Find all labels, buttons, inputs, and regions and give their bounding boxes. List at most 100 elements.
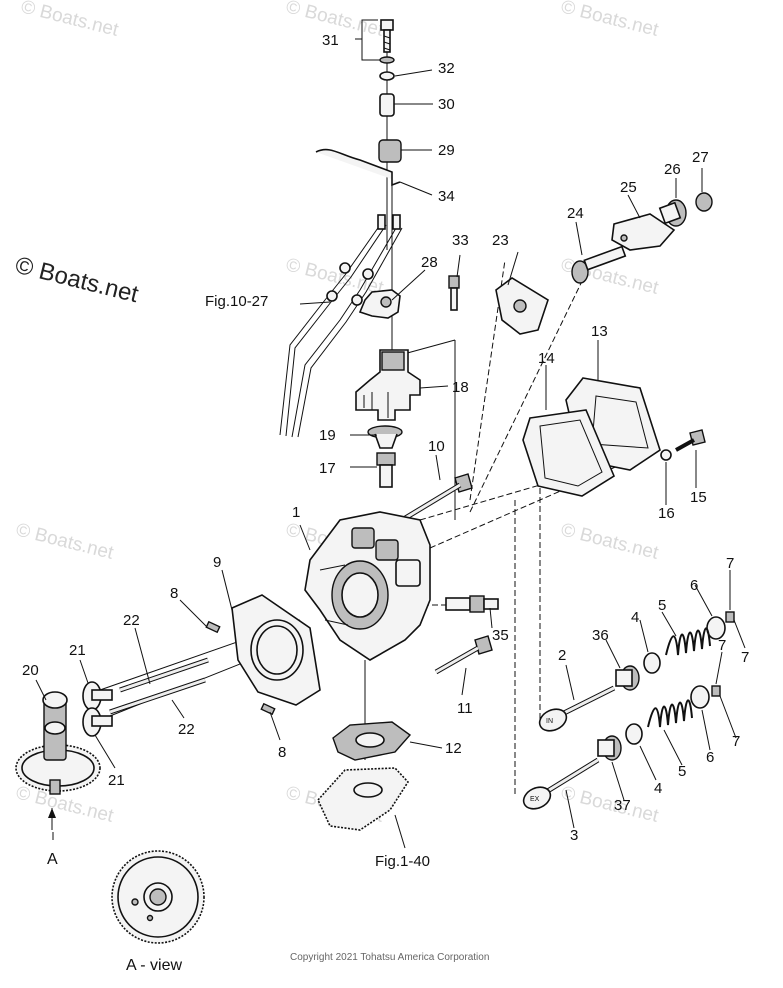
watermark: © Boats.net: [559, 519, 661, 564]
part-15-bolt: [675, 429, 706, 452]
callout-20: 20: [22, 662, 39, 679]
callout-37: 37: [614, 797, 631, 814]
callout-7: 7: [726, 555, 734, 572]
callout-5: 5: [658, 597, 666, 614]
callout-33: 33: [452, 232, 469, 249]
callout-16: 16: [658, 505, 675, 522]
part-16-washer: [660, 449, 672, 461]
watermark: © Boats.net: [559, 0, 661, 41]
part-27-cap: [695, 192, 713, 212]
callout-9: 9: [213, 554, 221, 571]
part-33-bolt: [448, 275, 460, 311]
a-view-gear: [111, 850, 205, 944]
callout-4: 4: [654, 780, 662, 797]
callout-19: 19: [319, 427, 336, 444]
callout-35: 35: [492, 627, 509, 644]
callout-36: 36: [592, 627, 609, 644]
copyright: Copyright 2021 Tohatsu America Corporati…: [290, 952, 489, 963]
callout-32: 32: [438, 60, 455, 77]
callout-11: 11: [457, 700, 473, 717]
part-6-retainer-lower: [690, 685, 710, 709]
callout-21: 21: [69, 642, 86, 659]
part-8-dowel-lower: [260, 702, 276, 716]
callout-26: 26: [664, 161, 681, 178]
valve-mark-ex: EX: [530, 796, 540, 803]
cable-assembly: [279, 214, 403, 438]
watermark: © Boats.net: [559, 782, 661, 827]
part-11-bolt: [434, 635, 493, 675]
part-32-washer: [379, 71, 395, 81]
part-21-tappet-upper: [82, 681, 113, 711]
callout-leaders: [35, 19, 746, 849]
part-8-dowel-upper: [205, 620, 221, 634]
part-14-gasket: [522, 409, 616, 497]
callout-8: 8: [278, 744, 286, 761]
part-5-spring-lower: [647, 699, 693, 728]
view-arrow-a: [48, 808, 56, 830]
callout-4: 4: [631, 609, 639, 626]
callout-14: 14: [538, 350, 555, 367]
part-21-tappet-lower: [82, 707, 113, 737]
part-4-seal-upper: [643, 652, 661, 674]
callout-21: 21: [108, 772, 125, 789]
view-label: A - view: [126, 957, 182, 974]
part-25-plate: [611, 213, 676, 251]
part-1-cylinder-head: [304, 511, 431, 661]
part-24-stud: [571, 245, 627, 284]
part-12-cover: [332, 721, 412, 761]
callouts: 1 2 3 4 4 5 5 6 6 7 7 7 7 8 8 9 10 11 12…: [22, 32, 749, 974]
callout-17: 17: [319, 460, 336, 477]
part-3-exhaust-valve: EX: [522, 757, 600, 810]
callout-1: 1: [292, 504, 300, 521]
part-31-bolt: [380, 19, 394, 53]
callout-22: 22: [123, 612, 140, 629]
callout-18: 18: [452, 379, 469, 396]
callout-12: 12: [445, 740, 462, 757]
part-9-gasket: [231, 594, 321, 706]
part-7-cotter-lower: [711, 685, 721, 697]
part-18-housing: [355, 349, 421, 421]
part-17-sensor: [376, 452, 396, 488]
watermark: © Boats.net: [14, 519, 116, 564]
part-29-bracket: [315, 139, 402, 187]
part-23-plate: [495, 277, 549, 335]
callout-13: 13: [591, 323, 608, 340]
figure-ref-10-27: Fig.10-27: [205, 293, 268, 310]
callout-8: 8: [170, 585, 178, 602]
callout-24: 24: [567, 205, 584, 222]
part-20-camshaft: [15, 691, 101, 795]
callout-25: 25: [620, 179, 637, 196]
callout-22: 22: [178, 721, 195, 738]
callout-5: 5: [678, 763, 686, 780]
part-35-spark-plug: [445, 595, 499, 613]
callout-6: 6: [690, 577, 698, 594]
part-36-guide: [615, 665, 640, 691]
callout-7: 7: [741, 649, 749, 666]
callout-6: 6: [706, 749, 714, 766]
figure-ref-1-40: Fig.1-40: [375, 853, 430, 870]
callout-30: 30: [438, 96, 455, 113]
callout-10: 10: [428, 438, 445, 455]
callout-31: 31: [322, 32, 339, 49]
view-arrow-label: A: [47, 851, 58, 868]
callout-3: 3: [570, 827, 578, 844]
part-37-guide: [597, 735, 622, 761]
watermark: © Boats.net: [19, 0, 121, 41]
watermark-main: © Boats.net: [13, 252, 142, 309]
callout-15: 15: [690, 489, 707, 506]
callout-27: 27: [692, 149, 709, 166]
callout-2: 2: [558, 647, 566, 664]
callout-23: 23: [492, 232, 509, 249]
valve-mark-in: IN: [546, 718, 553, 725]
callout-28: 28: [421, 254, 438, 271]
part-28-lever: [358, 289, 401, 319]
part-4-seal-lower: [625, 723, 643, 745]
part-10-bolt: [400, 473, 473, 523]
callout-34: 34: [438, 188, 455, 205]
callout-7: 7: [718, 637, 726, 654]
fig-1-40-gasket: [317, 767, 410, 831]
part-31-washer: [379, 56, 395, 64]
part-7-cotter-upper: [725, 611, 735, 623]
part-30-collar: [379, 93, 395, 117]
